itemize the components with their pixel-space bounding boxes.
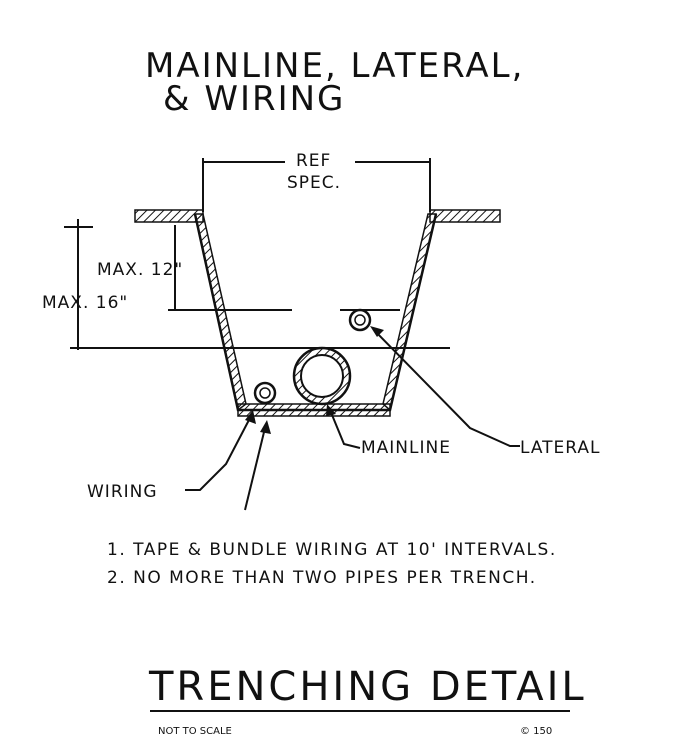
title-line-1: MAINLINE, LATERAL, — [145, 46, 524, 86]
ground-surface — [134, 209, 501, 223]
note-2: 2. NO MORE THAN TWO PIPES PER TRENCH. — [107, 568, 537, 588]
max-12-label: MAX. 12" — [97, 260, 183, 280]
wiring-conduit — [253, 381, 277, 405]
lateral-label: LATERAL — [520, 438, 601, 458]
max-16-label: MAX. 16" — [42, 293, 128, 313]
footer-fine-print-right: © 150 — [520, 726, 552, 737]
ref-spec-label-ref: REF — [296, 151, 331, 171]
ref-spec-dimension: REF SPEC. — [202, 151, 431, 212]
trench-outline — [193, 213, 438, 417]
leader-lateral — [370, 326, 520, 447]
note-1: 1. TAPE & BUNDLE WIRING AT 10' INTERVALS… — [107, 540, 557, 560]
mainline-pipe — [292, 346, 352, 406]
footer-title: TRENCHING DETAIL — [148, 664, 587, 710]
title-line-2: & WIRING — [163, 79, 345, 119]
leader-trench-bottom — [244, 420, 271, 511]
leader-wiring — [185, 410, 256, 491]
leader-mainline — [326, 404, 361, 449]
depth-dimensions: MAX. 12" MAX. 16" — [42, 219, 450, 350]
ref-spec-label-spec: SPEC. — [287, 173, 341, 193]
wiring-label: WIRING — [87, 482, 158, 502]
lateral-pipe — [348, 308, 372, 332]
mainline-label: MAINLINE — [361, 438, 451, 458]
footer-fine-print-left: NOT TO SCALE — [158, 726, 232, 737]
